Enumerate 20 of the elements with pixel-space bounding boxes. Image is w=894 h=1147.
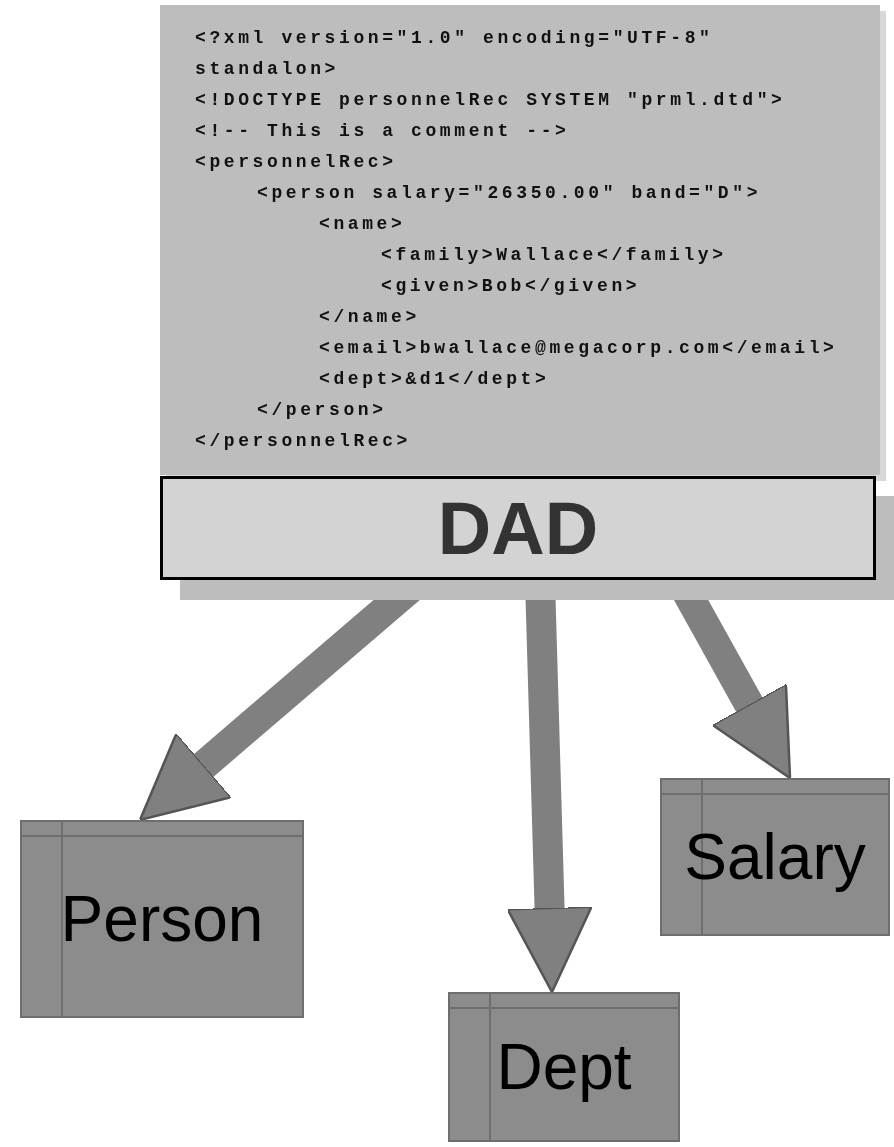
code-line: <email>bwallace@megacorp.com</email> xyxy=(319,337,839,360)
code-line: <?xml version="1.0" encoding="UTF-8" standalon> xyxy=(195,27,715,81)
table-icon-box xyxy=(20,820,304,1018)
code-line: <person salary="26350.00" band="D"> xyxy=(257,182,763,205)
box-label: Dept xyxy=(496,1030,632,1104)
code-line: <!DOCTYPE personnelRec SYSTEM "prml.dtd"> xyxy=(195,89,787,112)
code-line: </personnelRec> xyxy=(195,430,413,453)
code-line: <!-- This is a comment --> xyxy=(195,120,571,143)
code-line: <personnelRec> xyxy=(195,151,398,174)
code-line: <given>Bob</given> xyxy=(381,275,642,298)
code-line: <dept>&d1</dept> xyxy=(319,368,551,391)
code-line: <name> xyxy=(319,213,407,236)
table-icon-box xyxy=(660,778,890,936)
box-label: Person xyxy=(60,882,264,956)
code-line: <family>Wallace</family> xyxy=(381,244,728,267)
code-line: </person> xyxy=(257,399,388,422)
box-label: DAD xyxy=(437,485,599,571)
table-icon-box xyxy=(448,992,680,1142)
code-line: </name> xyxy=(319,306,421,329)
box-label: Salary xyxy=(684,820,866,894)
